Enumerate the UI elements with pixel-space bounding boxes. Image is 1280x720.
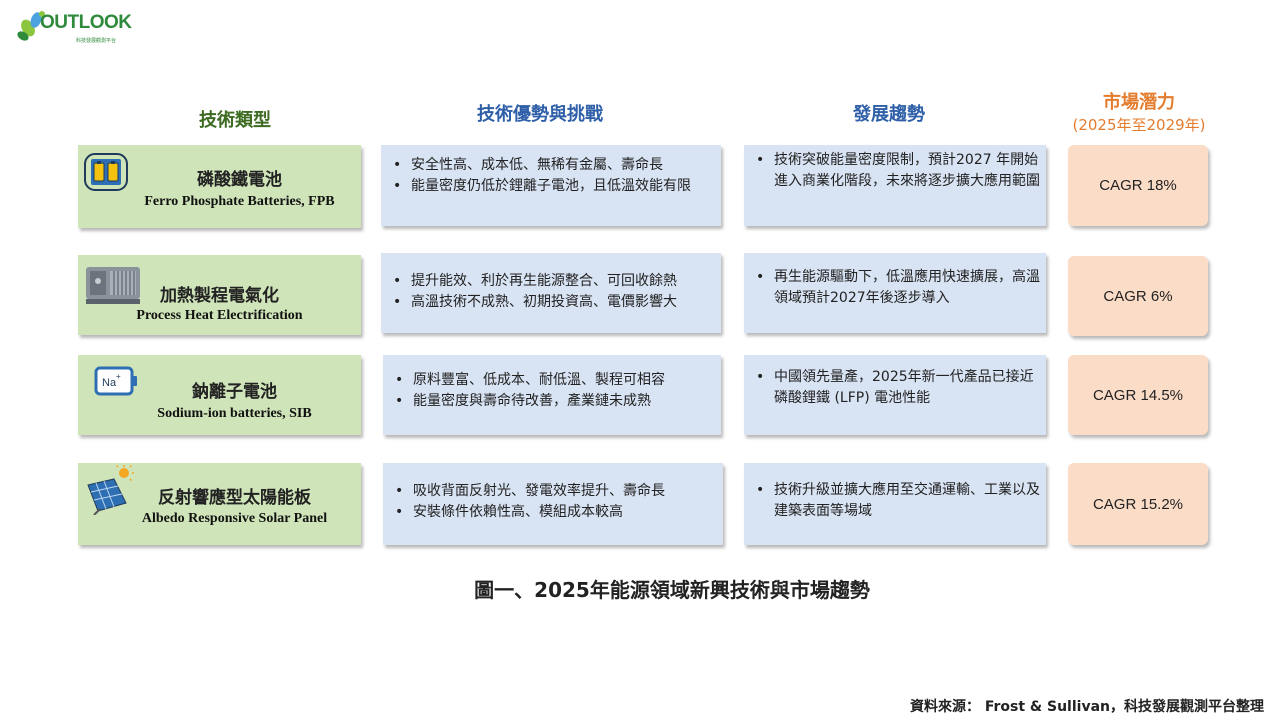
advantages-card-process-heat: 提升能效、利於再生能源整合、可回收餘熱 高溫技術不成熟、初期投資高、電價影響大 bbox=[381, 253, 721, 333]
advantage-item: 原料豐富、低成本、耐低溫、製程可相容 bbox=[391, 370, 715, 391]
advantages-list: 安全性高、成本低、無稀有金屬、壽命長 能量密度仍低於鋰離子電池，且低溫效能有限 bbox=[389, 155, 715, 197]
trend-card-process-heat: 再生能源驅動下，低溫應用快速擴展，高溫領域預計2027年後逐步導入 bbox=[744, 253, 1046, 333]
advantages-card-sib: 原料豐富、低成本、耐低溫、製程可相容 能量密度與壽命待改善，產業鏈未成熟 bbox=[383, 355, 721, 435]
outlook-logo: OUTLOOK 科技發展觀測平台 bbox=[14, 6, 134, 46]
market-card-fpb: CAGR 18% bbox=[1068, 145, 1208, 226]
industrial-heater-icon bbox=[86, 267, 140, 304]
trend-card-sib: 中國領先量產，2025年新一代產品已接近磷酸鋰鐵 (LFP) 電池性能 bbox=[744, 355, 1046, 435]
logo-text: OUTLOOK bbox=[40, 12, 132, 33]
advantage-item: 吸收背面反射光、發電效率提升、壽命長 bbox=[391, 481, 717, 502]
advantages-list: 提升能效、利於再生能源整合、可回收餘熱 高溫技術不成熟、初期投資高、電價影響大 bbox=[389, 271, 715, 313]
challenge-item: 高溫技術不成熟、初期投資高、電價影響大 bbox=[389, 292, 715, 313]
svg-text:Na: Na bbox=[102, 377, 117, 389]
trend-item: 再生能源驅動下，低溫應用快速擴展，高溫領域預計2027年後逐步導入 bbox=[752, 267, 1040, 309]
advantages-card-fpb: 安全性高、成本低、無稀有金屬、壽命長 能量密度仍低於鋰離子電池，且低溫效能有限 bbox=[381, 145, 721, 226]
type-card-sib: Na + 鈉離子電池 Sodium-ion batteries, SIB bbox=[78, 355, 361, 435]
type-name-zh: 磷酸鐵電池 bbox=[197, 170, 282, 190]
trend-list: 中國領先量產，2025年新一代產品已接近磷酸鋰鐵 (LFP) 電池性能 bbox=[752, 367, 1040, 409]
type-name-en: Sodium-ion batteries, SIB bbox=[157, 406, 312, 421]
header-advantages-challenges: 技術優勢與挑戰 bbox=[477, 104, 603, 125]
svg-text:+: + bbox=[116, 372, 121, 381]
trend-item: 中國領先量產，2025年新一代產品已接近磷酸鋰鐵 (LFP) 電池性能 bbox=[752, 367, 1040, 409]
type-name-en: Process Heat Electrification bbox=[136, 308, 303, 323]
source-note: 資料來源： Frost & Sullivan，科技發展觀測平台整理 bbox=[909, 699, 1264, 715]
header-market-potential: 市場潛力 (2025年至2029年) bbox=[1066, 92, 1212, 136]
logo-subtitle: 科技發展觀測平台 bbox=[76, 38, 117, 44]
type-name-en: Ferro Phosphate Batteries, FPB bbox=[144, 194, 335, 209]
type-name-zh: 反射響應型太陽能板 bbox=[158, 488, 311, 508]
leaf-cluster-icon bbox=[17, 11, 45, 41]
trend-item: 技術升級並擴大應用至交通運輸、工業以及建築表面等場域 bbox=[752, 480, 1040, 522]
challenge-item: 能量密度與壽命待改善，產業鏈未成熟 bbox=[391, 391, 715, 412]
challenge-item: 安裝條件依賴性高、模組成本較高 bbox=[391, 502, 717, 523]
trend-card-fpb: 技術突破能量密度限制，預計2027 年開始進入商業化階段，未來將逐步擴大應用範圍 bbox=[744, 145, 1046, 226]
advantages-card-solar: 吸收背面反射光、發電效率提升、壽命長 安裝條件依賴性高、模組成本較高 bbox=[383, 463, 723, 545]
type-card-fpb: 磷酸鐵電池 Ferro Phosphate Batteries, FPB bbox=[78, 145, 361, 228]
trend-list: 技術突破能量密度限制，預計2027 年開始進入商業化階段，未來將逐步擴大應用範圍 bbox=[752, 150, 1040, 192]
solar-panel-icon bbox=[87, 465, 134, 515]
trend-list: 技術升級並擴大應用至交通運輸、工業以及建築表面等場域 bbox=[752, 480, 1040, 522]
trend-item: 技術突破能量密度限制，預計2027 年開始進入商業化階段，未來將逐步擴大應用範圍 bbox=[752, 150, 1040, 192]
advantages-list: 原料豐富、低成本、耐低溫、製程可相容 能量密度與壽命待改善，產業鏈未成熟 bbox=[391, 370, 715, 412]
market-title: 市場潛力 bbox=[1103, 92, 1175, 113]
type-card-solar: 反射響應型太陽能板 Albedo Responsive Solar Panel bbox=[78, 463, 361, 545]
battery-icon bbox=[84, 153, 128, 191]
advantage-item: 安全性高、成本低、無稀有金屬、壽命長 bbox=[389, 155, 715, 176]
type-name-zh: 加熱製程電氣化 bbox=[160, 286, 279, 306]
type-name-zh: 鈉離子電池 bbox=[192, 382, 277, 402]
market-card-solar: CAGR 15.2% bbox=[1068, 463, 1208, 545]
type-name-en: Albedo Responsive Solar Panel bbox=[141, 511, 328, 526]
market-card-sib: CAGR 14.5% bbox=[1068, 355, 1208, 435]
challenge-item: 能量密度仍低於鋰離子電池，且低溫效能有限 bbox=[389, 176, 715, 197]
market-period: (2025年至2029年) bbox=[1072, 116, 1206, 134]
market-card-process-heat: CAGR 6% bbox=[1068, 256, 1208, 336]
type-card-process-heat: 加熱製程電氣化 Process Heat Electrification bbox=[78, 255, 361, 335]
advantages-list: 吸收背面反射光、發電效率提升、壽命長 安裝條件依賴性高、模組成本較高 bbox=[391, 481, 717, 523]
trend-list: 再生能源驅動下，低溫應用快速擴展，高溫領域預計2027年後逐步導入 bbox=[752, 267, 1040, 309]
header-development-trend: 發展趨勢 bbox=[853, 104, 925, 125]
sodium-battery-icon: Na + bbox=[94, 366, 137, 396]
figure-caption: 圖一、2025年能源領域新興技術與市場趨勢 bbox=[474, 578, 870, 602]
header-technology-type: 技術類型 bbox=[199, 110, 271, 131]
trend-card-solar: 技術升級並擴大應用至交通運輸、工業以及建築表面等場域 bbox=[744, 463, 1046, 545]
advantage-item: 提升能效、利於再生能源整合、可回收餘熱 bbox=[389, 271, 715, 292]
